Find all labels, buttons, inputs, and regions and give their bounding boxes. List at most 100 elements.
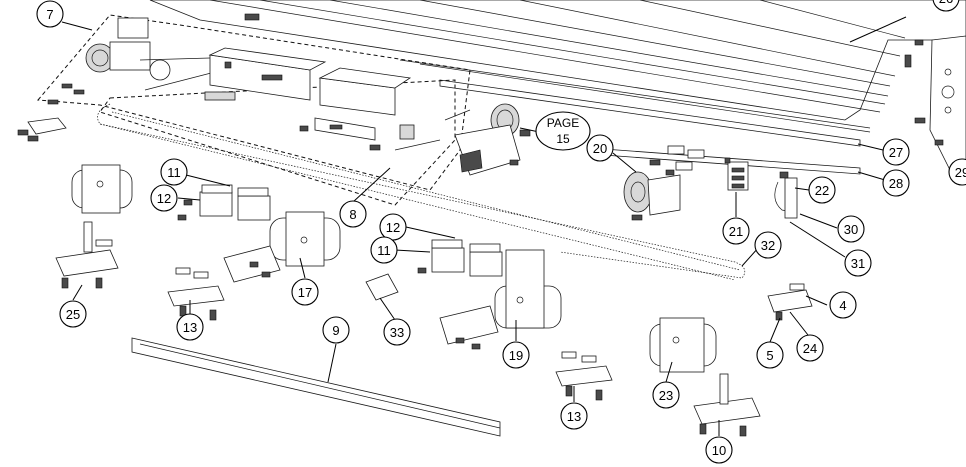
callout-c32: 32	[754, 231, 782, 259]
callout-circle	[932, 0, 960, 12]
callout-number: 19	[509, 348, 523, 363]
callout-c26: 26	[932, 0, 960, 12]
callout-circle	[829, 291, 857, 319]
bracket-13b	[555, 351, 613, 401]
header-rail	[149, 0, 966, 175]
callout-c28: 28	[882, 169, 910, 197]
callout-circle	[36, 0, 64, 28]
callout-circle	[560, 402, 588, 430]
callout-number: 30	[844, 222, 858, 237]
clip-assembly	[774, 171, 798, 219]
bracket-13a	[167, 267, 225, 321]
small-bracket-left	[17, 117, 67, 142]
callout-number: 20	[593, 141, 607, 156]
callout-c25: 25	[59, 300, 87, 328]
belt-clamp-upper	[177, 184, 271, 221]
callout-circle	[837, 215, 865, 243]
callout-c12b: 12	[379, 213, 407, 241]
threshold-9	[131, 337, 501, 437]
callout-c33: 33	[383, 318, 411, 346]
callout-c11a: 11	[160, 158, 188, 186]
callout-number: 12	[157, 191, 171, 206]
callout-c13a: 13	[176, 313, 204, 341]
callout-number: 7	[46, 7, 53, 22]
callout-number: 11	[377, 243, 391, 258]
callout-number: 13	[183, 320, 197, 335]
page-ref-line1: PAGE	[547, 116, 579, 130]
callout-c10: 10	[705, 436, 733, 464]
bracket-10	[693, 373, 761, 437]
callout-circle	[160, 158, 188, 186]
callout-circle	[652, 381, 680, 409]
hanger-23	[649, 317, 717, 373]
end-cap-bracket	[904, 35, 966, 171]
pulley-20	[623, 145, 705, 221]
callout-number: 25	[66, 307, 80, 322]
callout-circle	[882, 138, 910, 166]
callout-number: 13	[567, 409, 581, 424]
callout-bubbles: 7 26 27 28 29 20 21 22 30 31 32 8 11 12 12 11 17 25 13 9 33 1…	[36, 0, 966, 464]
callout-c5: 5	[756, 341, 784, 369]
callout-number: 8	[349, 207, 356, 222]
callout-c20: 20	[586, 134, 614, 162]
callout-circle	[844, 249, 872, 277]
callout-number: 28	[889, 176, 903, 191]
sensor-21	[724, 157, 749, 191]
part-33	[365, 273, 399, 301]
callout-c24: 24	[796, 334, 824, 362]
callout-circle	[948, 158, 966, 186]
callout-number: 21	[729, 224, 743, 239]
callout-number: 11	[167, 165, 181, 180]
callout-c29: 29	[948, 158, 966, 186]
callout-number: 22	[815, 183, 829, 198]
pulley-assembly	[444, 103, 531, 176]
callout-circle	[150, 184, 178, 212]
callout-c11b: 11	[370, 236, 398, 264]
callout-number: 29	[955, 165, 966, 180]
callout-c9: 9	[322, 316, 350, 344]
page-reference: PAGE 15	[535, 111, 591, 151]
callout-c17: 17	[291, 278, 319, 306]
callout-c30: 30	[837, 215, 865, 243]
callout-number: 31	[851, 256, 865, 271]
callout-number: 4	[839, 298, 846, 313]
callout-circle	[882, 169, 910, 197]
callout-c13b: 13	[560, 402, 588, 430]
callout-circle	[383, 318, 411, 346]
callout-c31: 31	[844, 249, 872, 277]
callout-c27: 27	[882, 138, 910, 166]
callout-circle	[59, 300, 87, 328]
callout-number: 17	[298, 285, 312, 300]
callout-number: 32	[761, 238, 775, 253]
callout-number: 26	[939, 0, 953, 6]
callout-circle	[754, 231, 782, 259]
bracket-4	[767, 283, 813, 321]
belt-clamp-lower	[417, 239, 503, 277]
callout-number: 9	[332, 323, 339, 338]
motor-controller-group	[36, 13, 471, 206]
bracket-25	[55, 221, 119, 289]
callout-circle	[176, 313, 204, 341]
callout-c8: 8	[339, 200, 367, 228]
callout-c7: 7	[36, 0, 64, 28]
callout-c12a: 12	[150, 184, 178, 212]
callout-c19: 19	[502, 341, 530, 369]
callout-circle	[586, 134, 614, 162]
callout-circle	[808, 176, 836, 204]
callout-c21: 21	[722, 217, 750, 245]
hanger-19	[439, 249, 562, 350]
callout-circle	[722, 217, 750, 245]
hanger-17	[223, 211, 341, 283]
page-ref-line2: 15	[556, 132, 570, 146]
callout-circle	[796, 334, 824, 362]
callout-c23: 23	[652, 381, 680, 409]
callout-number: 27	[889, 145, 903, 160]
hanger-left	[71, 164, 133, 214]
callout-number: 33	[390, 325, 404, 340]
callout-circle	[502, 341, 530, 369]
callout-circle	[756, 341, 784, 369]
callout-number: 10	[712, 443, 726, 458]
callout-circle	[322, 316, 350, 344]
callout-circle	[705, 436, 733, 464]
